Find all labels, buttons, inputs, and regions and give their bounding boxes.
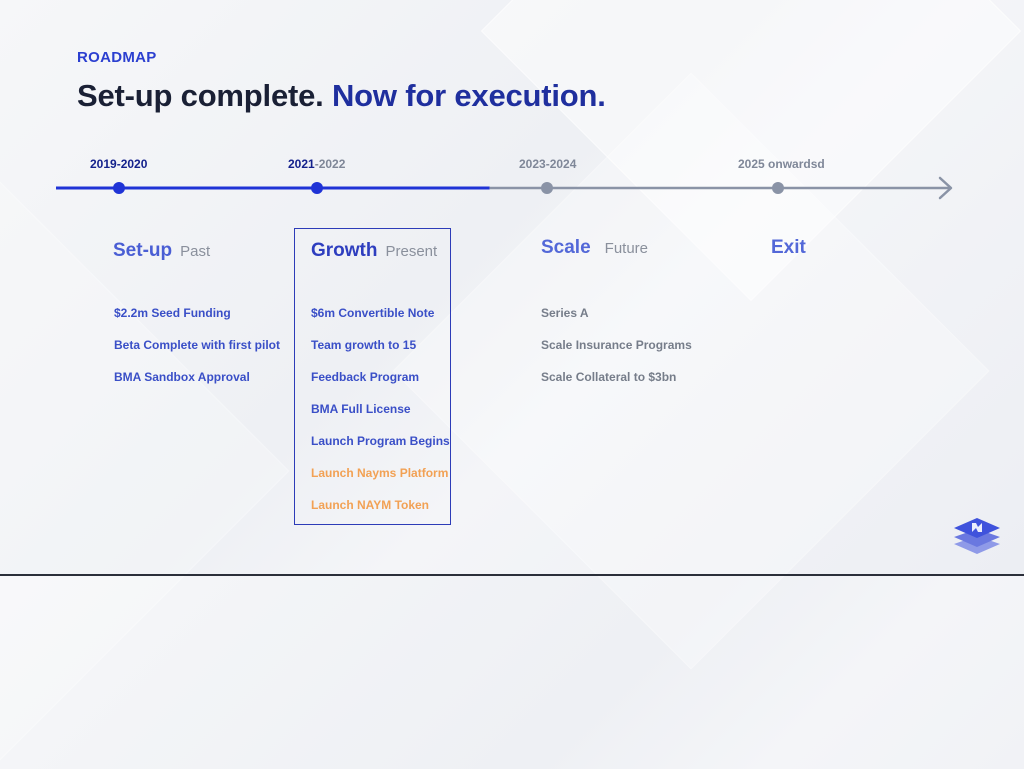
list-item: $2.2m Seed Funding	[114, 306, 231, 320]
year-label-2019: 2019-2020	[90, 157, 148, 171]
phase-name: Exit	[771, 237, 806, 258]
list-item: Series A	[541, 306, 589, 320]
list-item-highlight: Launch Nayms Platform	[311, 466, 449, 480]
list-item: BMA Sandbox Approval	[114, 370, 250, 384]
year-label-2025: 2025 onwardsd	[738, 157, 825, 171]
list-item: Beta Complete with first pilot	[114, 338, 281, 352]
title-part-1: Set-up complete.	[77, 78, 324, 113]
list-item: Scale Insurance Programs	[541, 338, 692, 352]
phase-name: Scale	[541, 237, 591, 258]
phase-scale: Scale Future	[541, 237, 648, 259]
phase-setup: Set-up Past	[113, 240, 210, 262]
timeline-arrow-head	[938, 176, 953, 200]
phase-setup-items: $2.2m Seed Funding Beta Complete with fi…	[114, 306, 280, 402]
phase-scale-items: Series A Scale Insurance Programs Scale …	[541, 306, 692, 402]
list-item: BMA Full License	[311, 402, 411, 416]
phase-name: Growth	[311, 240, 378, 261]
section-eyebrow: ROADMAP	[77, 49, 157, 66]
bottom-divider	[0, 574, 1024, 576]
timeline-marker-2019	[113, 182, 125, 194]
phase-growth: Growth Present	[311, 240, 437, 262]
phase-growth-items: $6m Convertible Note Team growth to 15 F…	[311, 306, 450, 530]
timeline-marker-2023	[541, 182, 553, 194]
phase-state: Future	[604, 240, 649, 257]
list-item: Feedback Program	[311, 370, 420, 384]
background-shape	[0, 172, 290, 769]
list-item: Scale Collateral to $3bn	[541, 370, 677, 384]
list-item: Launch Program Begins	[311, 434, 450, 448]
phase-name: Set-up	[113, 240, 173, 261]
list-item: $6m Convertible Note	[311, 306, 435, 320]
list-item-highlight: Launch NAYM Token	[311, 498, 430, 512]
phase-state: Present	[385, 243, 438, 260]
year-label-2023: 2023-2024	[519, 157, 577, 171]
phase-state: Past	[180, 243, 211, 260]
present-phase-highlight	[294, 228, 451, 525]
list-item: Team growth to 15	[311, 338, 417, 352]
year-label-2021: 2021-2022	[288, 157, 346, 171]
layered-cube-logo-icon	[952, 514, 1002, 556]
page-title: Set-up complete. Now for execution.	[77, 78, 606, 114]
timeline-marker-2021	[311, 182, 323, 194]
phase-exit: Exit	[771, 237, 806, 259]
title-part-2: Now for execution.	[331, 78, 606, 113]
